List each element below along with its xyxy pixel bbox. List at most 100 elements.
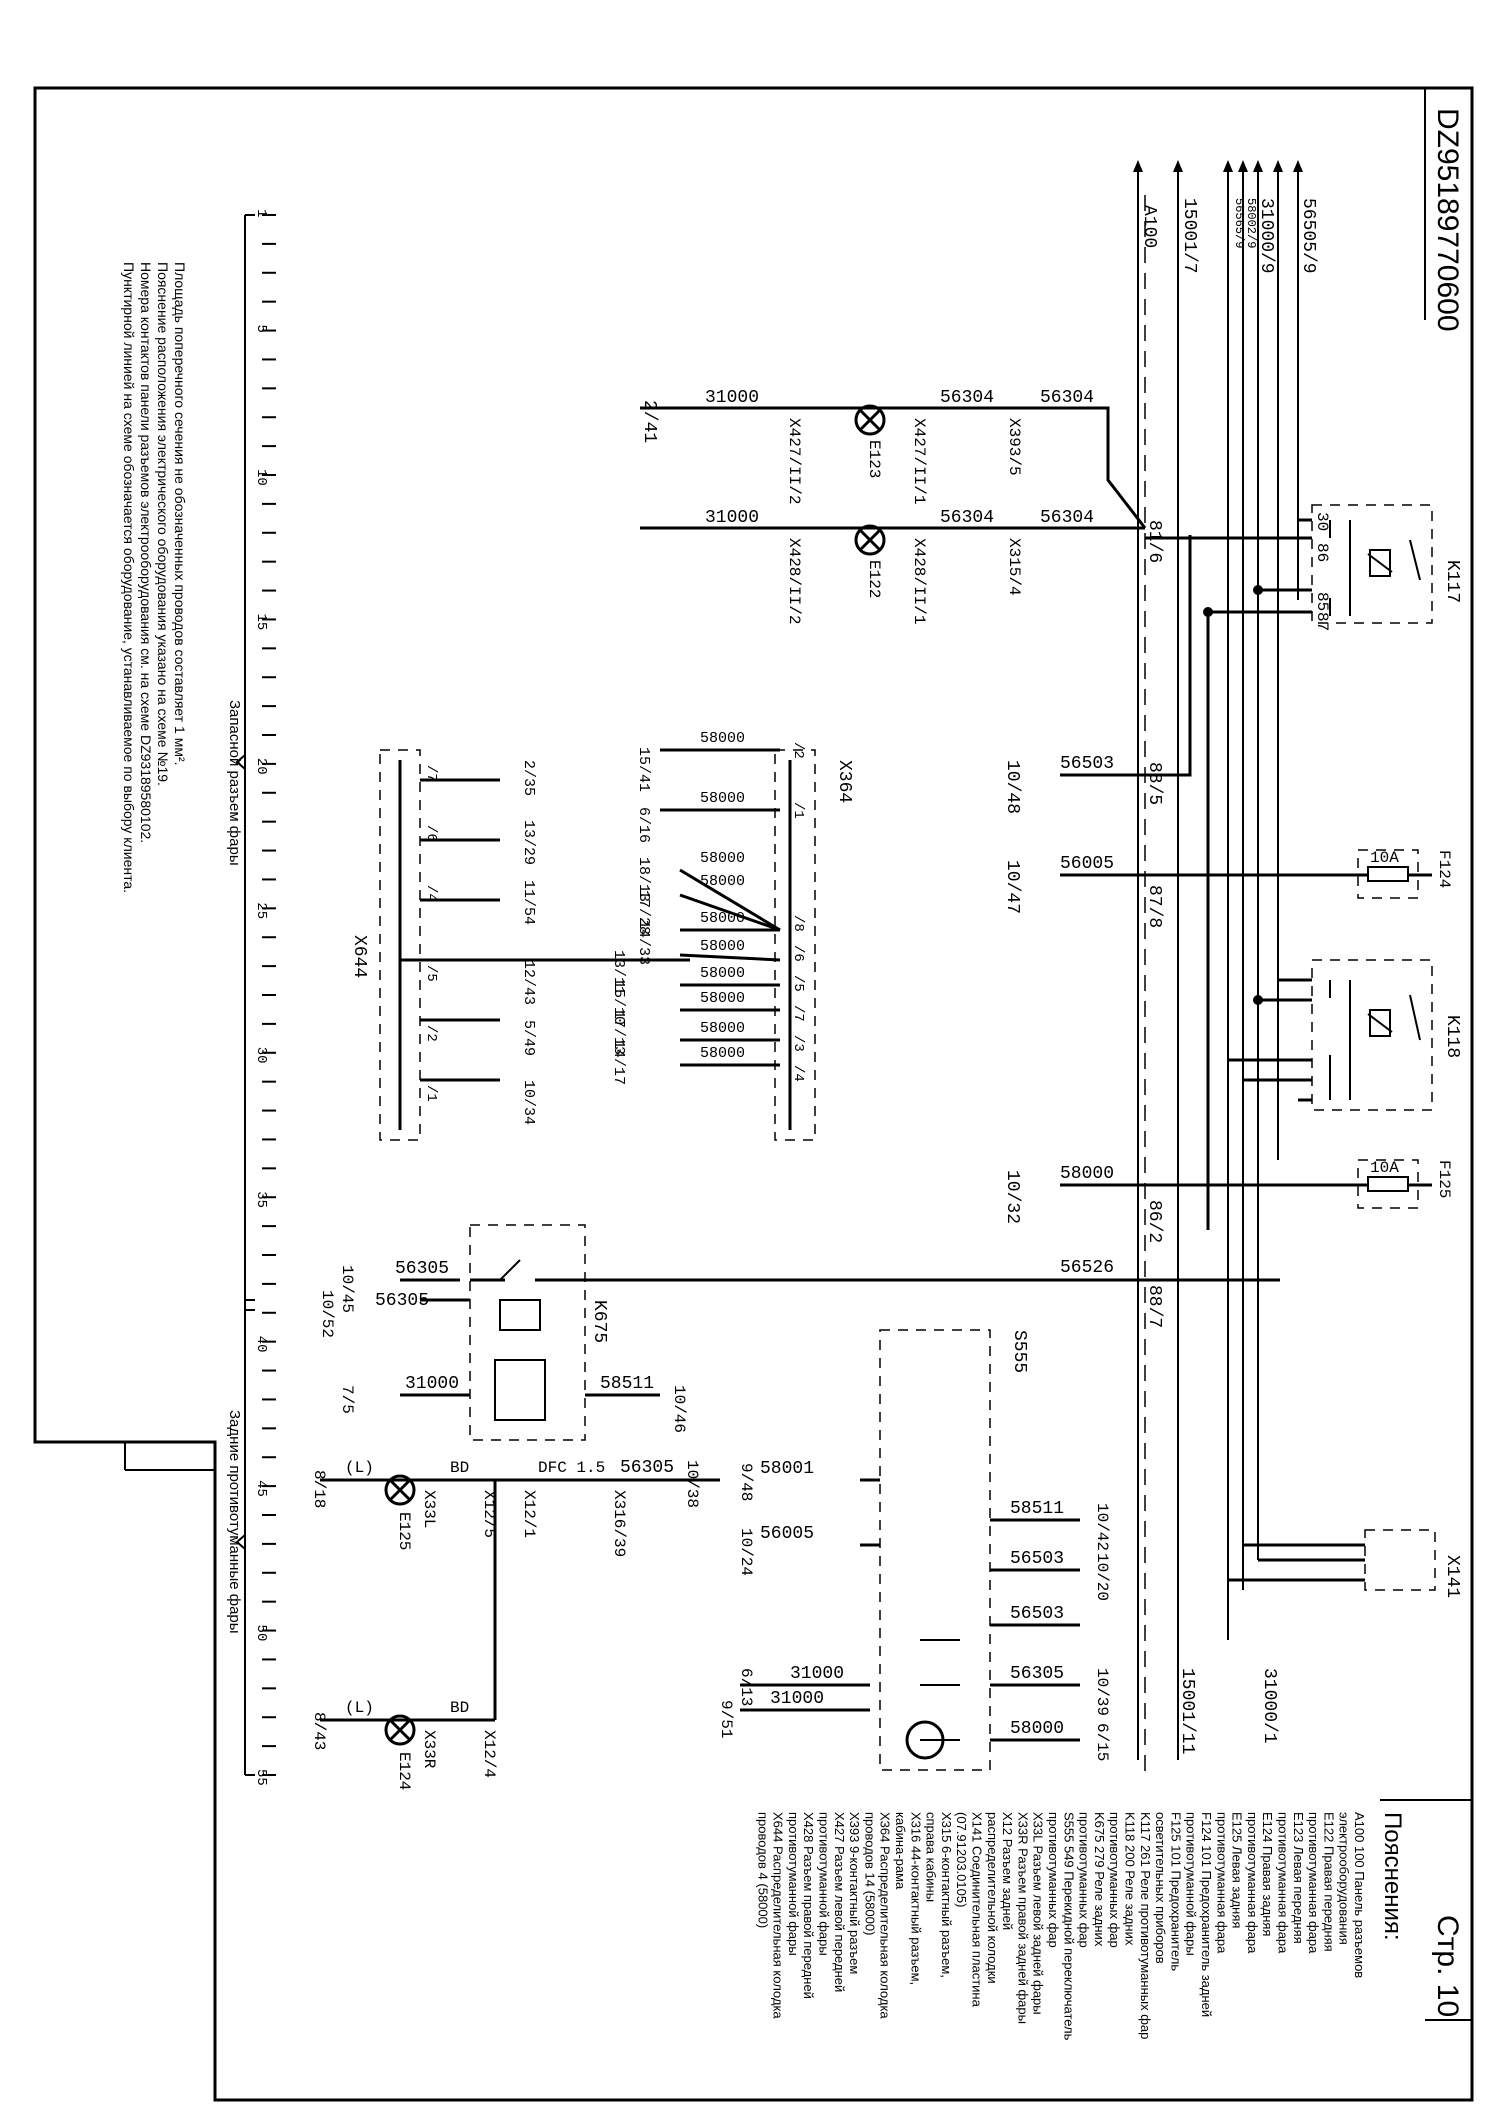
x364-pin: /3 (790, 1035, 806, 1052)
wire-56005: 56005 (1060, 854, 1114, 874)
rear-fog-circuit (320, 1474, 720, 1746)
legend-line: (07.91203.0105) (954, 1812, 969, 1907)
legend-line: F124 101 Предохранитель задней (1199, 1812, 1214, 2017)
x364-wire: 58000 (700, 965, 745, 982)
x644-pin: /6 (423, 825, 439, 842)
ruler-label: 1 (253, 209, 269, 217)
wire-56305-b: 56305 (375, 1291, 429, 1311)
wire-56503-c: 56503 (1010, 1604, 1064, 1624)
legend-line: осветительных приборов (1153, 1812, 1168, 1964)
wire-56304-c: 56304 (940, 508, 994, 528)
x364-pin: /5 (790, 975, 806, 992)
legend-line: противотуманная фара (1276, 1812, 1291, 1954)
x364-wire: 58000 (700, 873, 745, 890)
ruler-label: 40 (253, 1336, 269, 1353)
legend-title: Пояснения: (1379, 1812, 1406, 1941)
legend-line: X141 Соединительная пластина (970, 1812, 985, 2008)
legend-line: X393 9-контактный разъем (847, 1812, 862, 1974)
wire-56304-a: 56304 (940, 388, 994, 408)
legend-line: X427 Разъем левой передней (832, 1812, 847, 1992)
label-f124: F124 (1435, 850, 1453, 888)
legend-line: распределительной колодки (985, 1812, 1000, 1984)
wire-56305-d: 56305 (1010, 1664, 1064, 1684)
x644-pin: /4 (423, 885, 439, 902)
note-line: Площадь поперечного сечения не обозначен… (172, 262, 188, 766)
ref-x12-1: X12/1 (520, 1490, 538, 1538)
ruler-label: 50 (253, 1625, 269, 1642)
wire-56005-b: 56005 (760, 1524, 814, 1544)
legend-line: противотуманная фара (1245, 1812, 1260, 1954)
ref-8-43: 8/43 (310, 1712, 328, 1750)
a100-pin-81-6: 81/6 (1144, 520, 1164, 563)
label-x644: X644 (349, 935, 369, 978)
legend-line: противотуманной фары (817, 1812, 832, 1956)
ref-x12-4: X12/4 (480, 1730, 498, 1778)
wire-56305-c: 56305 (620, 1458, 674, 1478)
legend-line: электрооборудования (1337, 1812, 1352, 1945)
legend-line: противотуманной фары (1184, 1812, 1199, 1956)
legend-list: A100 100 Панель разъемов электрооборудов… (755, 1812, 1367, 2041)
ref-x427-1: X427/II/1 (910, 418, 928, 504)
block-x644 (379, 749, 500, 1141)
label-x364: X364 (834, 760, 854, 803)
x364-ref: 15/10 (610, 980, 627, 1025)
wire-58511-b: 58511 (1010, 1499, 1064, 1519)
rear-dfc: DFC 1.5 (538, 1459, 605, 1477)
document-code: DZ95189770600 (1431, 108, 1464, 332)
wire-31000-front-right: 31000 (705, 508, 759, 528)
legend-line: проводов 14 (58000) (862, 1812, 877, 1935)
k117-pin-30: 30 (1313, 512, 1331, 531)
bus-label-31000-1: 31000/1 (1259, 1668, 1279, 1744)
legend-line: K118 200 Реле задних (1123, 1812, 1138, 1946)
x364-pin: /8 (790, 915, 806, 932)
label-s555: S555 (1009, 1330, 1029, 1373)
fuse-f125-rating: 10A (1370, 1159, 1399, 1177)
bus-label-31000-9: 31000/9 (1256, 198, 1276, 274)
x364-labels: 15/416/1618/1317/2814/3313/1115/1017/131… (610, 730, 806, 1085)
ref-x315-4: X315/4 (1005, 538, 1023, 596)
ref-7-5: 7/5 (338, 1385, 356, 1414)
wire-56304-d: 56304 (1040, 508, 1094, 528)
connector-x141 (1228, 1529, 1436, 1591)
bus-lines (1133, 160, 1303, 1760)
x644-pin: /5 (423, 965, 439, 982)
note-line: Пунктирной линией на схеме обозначается … (121, 262, 137, 893)
legend-line: противотуманных фар (1107, 1812, 1122, 1948)
legend-line: противотуманных фар (1077, 1812, 1092, 1948)
legend-line: противотуманная фара (1214, 1812, 1229, 1954)
x364-ref: 17/13 (610, 1010, 627, 1055)
ref-10-42: 10/42 (1093, 1503, 1111, 1551)
x364-ref: 13/11 (610, 950, 627, 995)
x364-pin: /6 (790, 945, 806, 962)
legend-line: X33L Разъем левой задней фары (1031, 1812, 1046, 2015)
legend-line: справа кабины (924, 1812, 939, 1902)
ref-10-20: 10/20 (1093, 1553, 1111, 1601)
legend-line: X315 6-контактный разъем, (939, 1812, 954, 1978)
ruler-label: 20 (253, 758, 269, 775)
x364-ref: 14/17 (610, 1040, 627, 1085)
ref-9-51: 9/51 (717, 1700, 735, 1738)
coordinate-ruler (235, 214, 255, 1776)
wire-56503-b: 56503 (1010, 1549, 1064, 1569)
x364-pin: /1 (790, 802, 806, 819)
x364-wire: 58000 (700, 730, 745, 747)
x364-wire: 58000 (700, 910, 745, 927)
ref-x12-5: X12/5 (480, 1490, 498, 1538)
ref-10-48: 10/48 (1002, 760, 1022, 814)
x364-pin: /2 (790, 742, 806, 759)
ref-10-52: 10/52 (318, 1290, 336, 1338)
rear-right-l: (L) (345, 1699, 374, 1717)
x364-pin: /4 (790, 1065, 806, 1082)
x364-wire: 58000 (700, 850, 745, 867)
rear-bd-1: BD (450, 1459, 469, 1477)
ref-10-38: 10/38 (683, 1460, 701, 1508)
note-line: Номера контактов панели разъемов электро… (138, 262, 154, 843)
ref-6-13: 6/13 (737, 1668, 755, 1706)
front-fog-circuit (640, 404, 1147, 556)
x644-ref: 2/35 (520, 760, 537, 796)
legend-line: E125 Левая задняя (1230, 1812, 1245, 1928)
a100-pin-88-7: 88/7 (1144, 1285, 1164, 1328)
k117-pin-86: 86 (1313, 543, 1331, 562)
